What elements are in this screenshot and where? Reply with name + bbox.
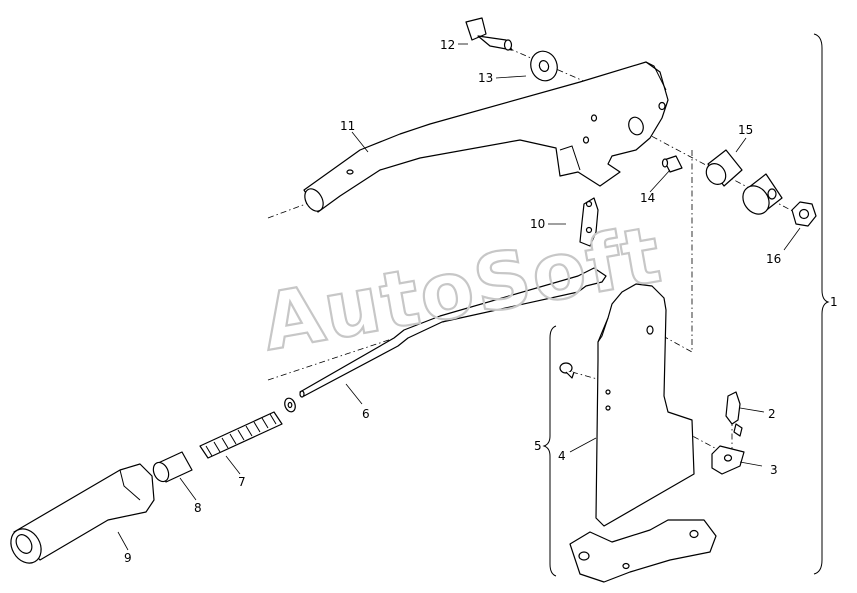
callout-15: 15 (738, 123, 753, 137)
callout-11: 11 (340, 119, 355, 133)
callout-10: 10 (530, 217, 545, 231)
callout-2: 2 (768, 407, 776, 421)
bushing-part-15 (705, 149, 743, 187)
callout-7: 7 (238, 475, 246, 489)
ratchet-plate-part-4 (595, 283, 695, 527)
rivet (559, 362, 575, 379)
callout-13: 13 (478, 71, 493, 85)
callout-8: 8 (194, 501, 202, 515)
pawl-part-10 (579, 197, 599, 247)
nut-part-16 (791, 201, 817, 227)
leader-lines (117, 43, 801, 551)
brace-group-1 (813, 33, 830, 575)
washer-part-13 (530, 50, 558, 82)
brace-group-5 (542, 325, 557, 577)
bushing-large-part-15 (742, 173, 783, 215)
washer-small (284, 397, 296, 413)
callout-3: 3 (770, 463, 778, 477)
callout-14: 14 (640, 191, 655, 205)
bracket-part-3 (711, 445, 745, 475)
spring-part-7 (199, 411, 283, 459)
lever-arm-part-11 (303, 61, 669, 213)
callout-9: 9 (124, 551, 132, 565)
base-bracket (569, 519, 717, 583)
pin-part-14 (661, 155, 683, 173)
switch-part-2 (725, 391, 743, 437)
callout-4: 4 (558, 449, 566, 463)
sleeve-part-8 (152, 451, 193, 483)
callout-12: 12 (440, 38, 455, 52)
handle-grip-part-9 (10, 463, 155, 564)
callout-16: 16 (766, 252, 781, 266)
callout-6: 6 (362, 407, 370, 421)
callout-5: 5 (534, 439, 542, 453)
bolt-part-12 (465, 17, 513, 51)
callout-1: 1 (830, 295, 838, 309)
callouts: 12 13 11 15 14 10 16 1 2 6 5 4 3 7 8 9 (124, 38, 838, 565)
rod-part-6 (299, 267, 607, 398)
